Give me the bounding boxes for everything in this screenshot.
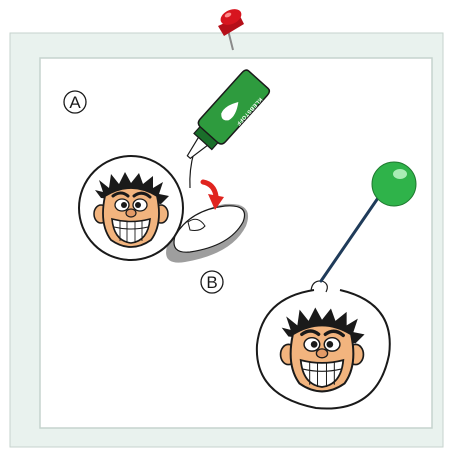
cartoon-face-icon	[79, 156, 183, 260]
step-a-label: A	[64, 91, 86, 113]
step-b-text: B	[206, 273, 217, 292]
step-a-text: A	[69, 93, 81, 112]
step-b-label: B	[201, 271, 223, 293]
